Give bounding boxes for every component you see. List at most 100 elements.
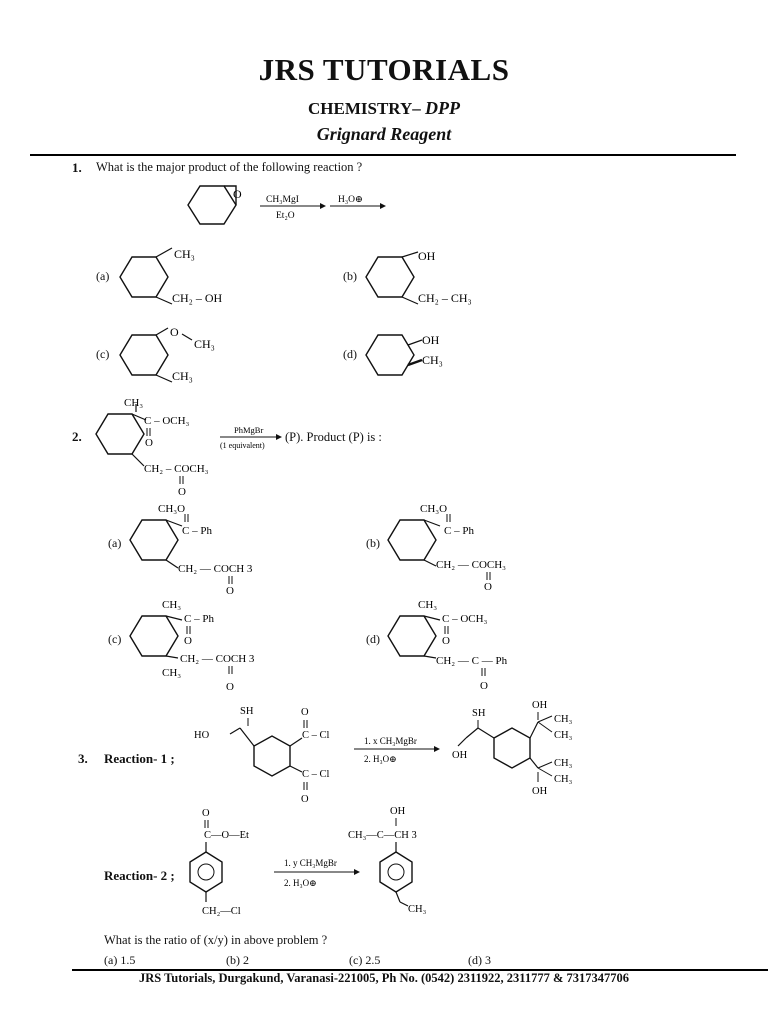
q3-r2p-chain: CH₃—C—CH 3 [348,830,417,841]
q1-a-top: CH₃ [174,247,195,261]
q3-r2-o: O [202,808,210,819]
q2-side-o: O [178,486,186,498]
q1-text: What is the major product of the followi… [96,160,363,174]
q2-option-a-structure: CH₃O C – Ph CH₂ — COCH 3 O [129,503,253,597]
q1-b-top: OH [418,249,436,263]
q2a-l2: C – Ph [182,525,212,537]
header-rule [30,154,736,156]
q3-r2p-oh: OH [390,806,406,817]
q3-r1p-oh: OH [452,750,468,761]
q1-option-d-structure: OH CH₃ [365,333,443,376]
q2-option-d-label: (d) [366,632,380,646]
q3-r1p-ch3d: CH₃ [554,774,573,785]
page-title: JRS TUTORIALS [258,52,510,87]
q2-reagent-bottom: (1 equivalent) [220,441,265,450]
q2c-l1: CH₃ [162,599,181,611]
q1-d-top: OH [422,333,440,347]
q1-option-a-label: (a) [96,269,110,283]
q3-reaction1-label: Reaction- 1 ; [104,751,175,766]
q2-reagent-top: PhMgBr [234,425,263,435]
q2c-l4: O [226,681,234,693]
q2-option-b-structure: CH₃O C – Ph CH₂ — COCH₃ O [387,503,506,593]
q3-r1-sh: SH [240,706,254,717]
footer-text: JRS Tutorials, Durgakund, Varanasi-22100… [138,971,629,985]
q3-r1-reactant: SH HO C – Cl O C – Cl O [194,706,330,805]
q2-ch3: CH₃ [124,397,143,409]
q3-r1p-ch3c: CH₃ [554,758,573,769]
q2b-l4: O [484,581,492,593]
q2-arrow: PhMgBr (1 equivalent) [220,425,282,450]
q1-d-bottom: CH₃ [422,353,443,367]
q1-option-b-structure: OH CH₂ – CH₃ [365,249,472,305]
q2d-l3: CH₂ — C — Ph [436,655,508,667]
footer-rule [72,969,768,971]
q1-option-c-label: (c) [96,347,110,361]
q2-option-c-label: (c) [108,632,122,646]
q3-r1-reagent2: 2. H₃O⊕ [364,754,397,764]
q3-r1p-oh3: OH [532,786,548,797]
q3-r1-o2: O [301,794,309,805]
q2-o: O [145,437,153,449]
q2d-l1: CH₃ [418,599,437,611]
q3-r2p-ch3: CH₃ [408,904,427,915]
q3-r1-o1: O [301,707,309,718]
q2-text: (P). Product (P) is : [285,430,382,444]
q2b-l1: CH₃O [420,503,447,515]
q1-option-a-structure: CH₃ CH₂ – OH [119,247,223,305]
q1-c-top2: CH₃ [194,337,215,351]
q3-r1-reagent1: 1. x CH₃MgBr [364,736,417,746]
q2a-l4: O [226,585,234,597]
q1-c-bottom: CH₃ [172,369,193,383]
q2c-l5: CH₃ [162,667,181,679]
q2a-l1: CH₃O [158,503,185,515]
q2-option-d-structure: CH₃ C – OCH₃ O CH₂ — C — Ph O [387,599,508,692]
q1-c-o: O [170,325,179,339]
q3-option-a: (a) 1.5 [104,953,136,967]
q3-r1-arrow: 1. x CH₃MgBr 2. H₃O⊕ [354,736,440,764]
q3-r1p-ch3a: CH₃ [554,714,573,725]
q1-reagent-bottom: Et₂O [276,211,295,221]
q2-option-a-label: (a) [108,536,122,550]
q3-option-b: (b) 2 [226,953,249,967]
q1-reagent-top: CH₃MgI [266,195,299,205]
q3-r2-product: OH CH₃—C—CH 3 CH₃ [348,806,427,915]
q1-option-b-label: (b) [343,269,357,283]
q3-r1-ho: HO [194,730,210,741]
q2d-l2b: O [442,635,450,647]
q3-number: 3. [78,751,88,766]
q3-r2-ester: C—O—Et [204,830,249,841]
subject-label: CHEMISTRY– [308,99,421,118]
q3-r2-side: CH₂—Cl [202,906,241,917]
q1-b-bottom: CH₂ – CH₃ [418,291,472,305]
q3-r2-reactant: O C—O—Et CH₂—Cl [189,808,249,917]
q3-r1-cl1: C – Cl [302,730,330,741]
q3-r1-product: SH OH OH CH₃ CH₃ CH₃ CH₃ OH [452,700,573,797]
q1-a-bottom: CH₂ – OH [172,291,223,305]
q3-r2-arrow: 1. y CH₃MgBr 2. H₃O⊕ [274,858,360,888]
q1-reactant: O CH₃MgI Et₂O H₃O⊕ [187,185,386,225]
q3-r1-cl2: C – Cl [302,769,330,780]
q3-r1p-ch3b: CH₃ [554,730,573,741]
q3-option-d: (d) 3 [468,953,491,967]
q2c-l2: C – Ph [184,613,214,625]
q2-reactant: CH₃ C – OCH₃ O CH₂ – COCH₃ O [95,397,209,498]
q2-ester: C – OCH₃ [144,415,190,427]
q3-r1p-sh: SH [472,708,486,719]
q3-option-c: (c) 2.5 [349,953,381,967]
q2-number: 2. [72,429,82,444]
q3-r1p-oh2: OH [532,700,548,711]
q2c-l3: CH₂ — COCH 3 [180,653,255,665]
subject-line: CHEMISTRY– DPP [0,98,768,119]
q2d-l2: C – OCH₃ [442,613,488,625]
topic-heading: Grignard Reagent [316,124,452,144]
q2b-l3: CH₂ — COCH₃ [436,559,506,571]
q1-number: 1. [72,160,82,175]
subject-tag: DPP [425,98,460,118]
q1-option-c-structure: O CH₃ CH₃ [119,325,215,383]
q1-reagent2: H₃O⊕ [338,195,363,205]
q3-r2-reagent2: 2. H₃O⊕ [284,878,317,888]
q2c-l2b: O [184,635,192,647]
q2-option-b-label: (b) [366,536,380,550]
q2b-l2: C – Ph [444,525,474,537]
q3-reaction2-label: Reaction- 2 ; [104,868,175,883]
